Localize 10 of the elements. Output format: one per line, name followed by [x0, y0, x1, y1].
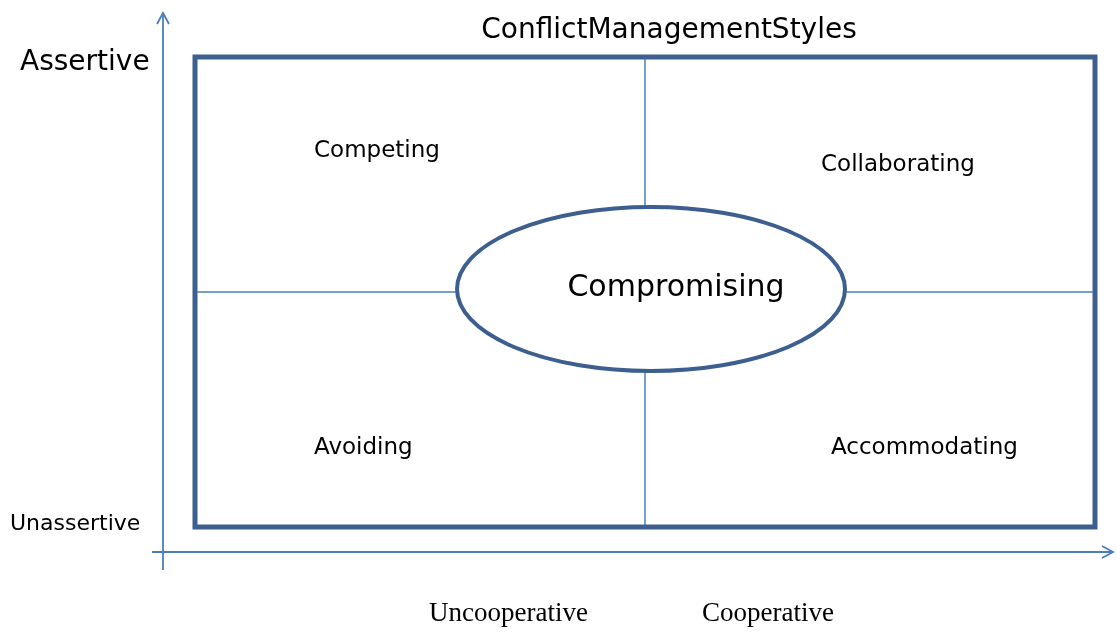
axis-label: Unassertive: [10, 511, 141, 536]
axis-label: Cooperative: [702, 598, 834, 628]
node-label: Compromising: [567, 268, 785, 303]
diagram-title: ConflictManagementStyles: [481, 14, 857, 45]
quadrant-label: Competing: [314, 137, 440, 163]
axis-label: Assertive: [20, 46, 150, 77]
quadrant-label: Collaborating: [821, 151, 975, 177]
quadrant-label: Avoiding: [314, 434, 413, 460]
quadrant-label: Accommodating: [831, 434, 1018, 460]
axis-label: Uncooperative: [429, 598, 588, 628]
